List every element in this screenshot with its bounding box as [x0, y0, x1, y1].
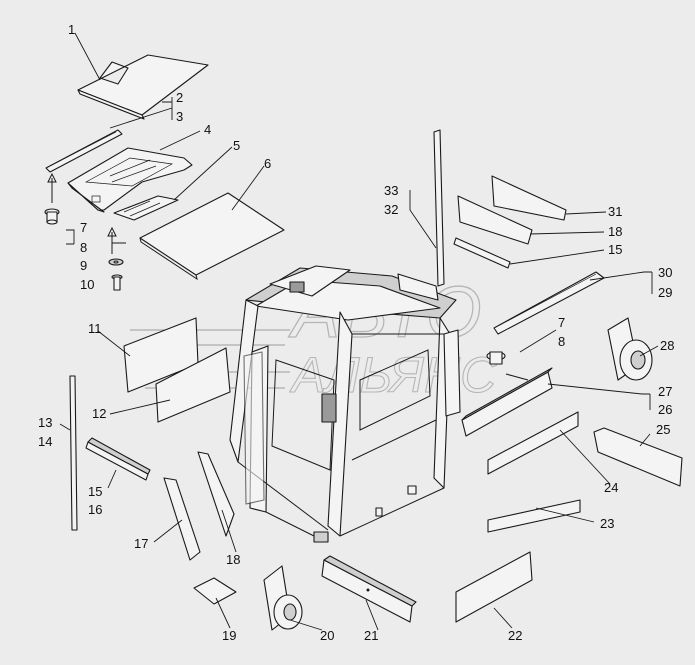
callout-25: 25: [656, 422, 670, 437]
callout-26: 26: [658, 402, 672, 417]
callout-31: 31: [608, 204, 622, 219]
callout-7-right: 7: [558, 315, 565, 330]
callout-15-right: 15: [608, 242, 622, 257]
callout-21: 21: [364, 628, 378, 643]
part-5-panel: [113, 195, 179, 221]
part-19-pad: [193, 577, 237, 605]
part-30-long-strip: [493, 271, 605, 335]
part-27-channel-right: [461, 367, 553, 437]
callout-28: 28: [660, 338, 674, 353]
cabin-frame: [229, 265, 461, 543]
part-28-blower: [607, 317, 653, 381]
part-25-panel: [593, 427, 683, 487]
callout-5: 5: [233, 138, 240, 153]
callout-11: 11: [88, 321, 102, 336]
callout-3: 3: [176, 109, 183, 124]
callout-19: 19: [222, 628, 236, 643]
callout-27: 27: [658, 384, 672, 399]
part-4-console-tray: [67, 147, 193, 213]
callout-16: 16: [88, 502, 102, 517]
part-18-side-glass: [197, 451, 235, 537]
callout-29: 29: [658, 285, 672, 300]
callout-33: 33: [384, 183, 398, 198]
part-21-sill: [321, 555, 417, 623]
callout-17: 17: [134, 536, 148, 551]
part-7-8-fastener-right: [486, 351, 529, 381]
callout-labels: 1 2 3 4 5 6 7 8 9 10 11 12 13 14 15 16 1…: [38, 22, 674, 643]
part-18-window-right: [457, 195, 533, 245]
part-15-strip-right: [453, 237, 511, 269]
part-23-gasket: [487, 499, 581, 533]
callout-15-left: 15: [88, 484, 102, 499]
callout-1: 1: [68, 22, 75, 37]
callout-7-left: 7: [80, 220, 87, 235]
callout-30: 30: [658, 265, 672, 280]
assembly-arrows: [47, 172, 126, 254]
callout-22: 22: [508, 628, 522, 643]
callout-8-right: 8: [558, 334, 565, 349]
part-22-panel: [455, 551, 533, 623]
part-9-washer: [108, 258, 124, 266]
callout-2: 2: [176, 90, 183, 105]
callout-9: 9: [80, 258, 87, 273]
part-17-side-glass: [163, 477, 201, 561]
part-32-pillar: [433, 129, 445, 287]
part-6-floor-plate: [139, 192, 285, 281]
leader-lines: [59, 32, 659, 631]
callout-10: 10: [80, 277, 94, 292]
callout-12: 12: [92, 406, 106, 421]
part-7-8-fastener-left: [44, 208, 60, 225]
part-10-bolt: [111, 274, 123, 291]
part-31-window-right: [491, 175, 567, 221]
callout-14: 14: [38, 434, 52, 449]
part-24-gasket: [487, 411, 579, 475]
callout-32: 32: [384, 202, 398, 217]
callout-4: 4: [204, 122, 211, 137]
callout-8-left: 8: [80, 240, 87, 255]
callout-6: 6: [264, 156, 271, 171]
callout-18-right: 18: [608, 224, 622, 239]
callout-18-left: 18: [226, 552, 240, 567]
part-15-channel-left: [85, 437, 151, 481]
part-12-window: [155, 347, 231, 423]
callout-24: 24: [604, 480, 618, 495]
callout-13: 13: [38, 415, 52, 430]
part-13-pillar-strip: [69, 375, 78, 531]
callout-23: 23: [600, 516, 614, 531]
part-20-blower: [263, 565, 303, 631]
part-2-strip: [45, 129, 123, 173]
callout-20: 20: [320, 628, 334, 643]
watermark-logo: [125, 329, 290, 389]
part-1-roof-mat: [77, 54, 209, 120]
